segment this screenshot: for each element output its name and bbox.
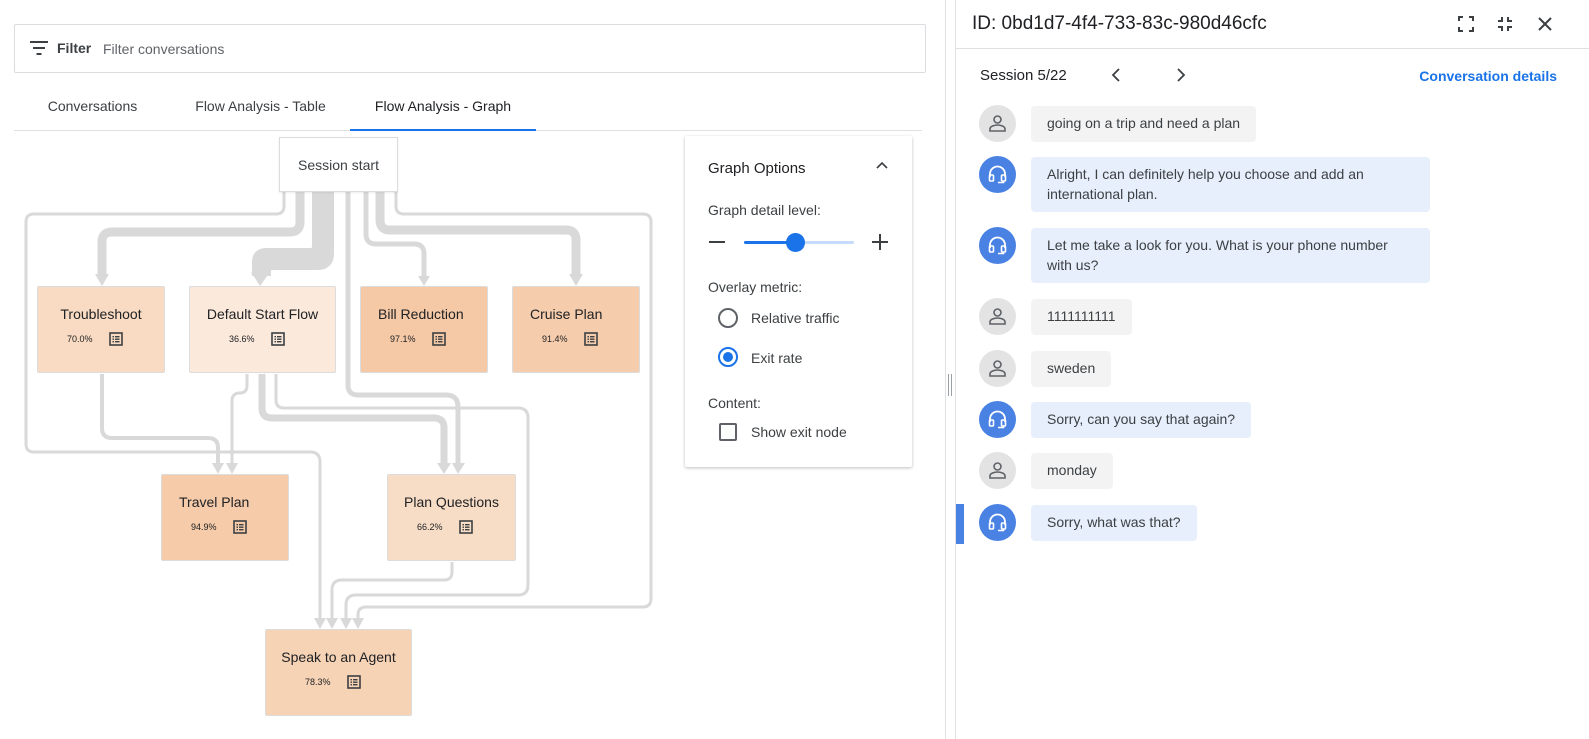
node-exit-rate: 70.0%: [67, 334, 93, 344]
node-troubleshoot[interactable]: Troubleshoot 70.0%: [37, 286, 165, 373]
agent-avatar: [979, 401, 1016, 438]
list-alt-icon[interactable]: [109, 332, 123, 346]
show-exit-node-label[interactable]: Show exit node: [751, 424, 847, 440]
node-bill-reduction[interactable]: Bill Reduction 97.1%: [360, 286, 488, 373]
headset-icon: [988, 410, 1007, 429]
agent-avatar: [979, 156, 1016, 193]
show-exit-node-checkbox[interactable]: [719, 423, 737, 441]
header-divider: [956, 48, 1589, 49]
node-label: Cruise Plan: [530, 306, 603, 322]
minus-icon[interactable]: [709, 241, 725, 243]
filter-icon[interactable]: [30, 41, 48, 55]
node-default-start-flow[interactable]: Default Start Flow 36.6%: [189, 286, 336, 373]
headset-icon: [988, 236, 1007, 255]
user-avatar: [979, 452, 1016, 489]
session-indicator: Session 5/22: [980, 67, 1067, 84]
detail-level-label: Graph detail level:: [708, 202, 821, 218]
person-icon: [989, 360, 1006, 377]
tab-flow-analysis-graph[interactable]: Flow Analysis - Graph: [374, 98, 512, 114]
node-label: Plan Questions: [404, 494, 499, 510]
slider-fill: [744, 241, 796, 244]
node-speak-to-an-agent[interactable]: Speak to an Agent 78.3%: [265, 629, 412, 716]
fullscreen-icon[interactable]: [1457, 15, 1475, 33]
headset-icon: [988, 165, 1007, 184]
node-label: Default Start Flow: [206, 306, 319, 322]
node-label: Travel Plan: [179, 494, 250, 510]
agent-avatar: [979, 227, 1016, 264]
relative-traffic-label[interactable]: Relative traffic: [751, 310, 840, 326]
node-exit-rate: 94.9%: [191, 522, 217, 532]
graph-options-panel: Graph Options Graph detail level: Overla…: [685, 136, 912, 467]
filter-label: Filter: [57, 40, 92, 56]
active-message-indicator: [956, 504, 964, 544]
slider-thumb[interactable]: [786, 233, 806, 252]
node-exit-rate: 91.4%: [542, 334, 568, 344]
headset-icon: [988, 513, 1007, 532]
node-exit-rate: 97.1%: [390, 334, 416, 344]
filter-input[interactable]: [103, 37, 903, 61]
close-icon[interactable]: [1536, 15, 1554, 33]
message-bubble: going on a trip and need a plan: [1031, 106, 1257, 142]
node-travel-plan[interactable]: Travel Plan 94.9%: [161, 474, 289, 561]
active-tab-indicator: [350, 129, 536, 131]
conversation-id-title: ID: 0bd1d7-4f4-733-83c-980d46cfc: [972, 13, 1267, 34]
tab-flow-analysis-table[interactable]: Flow Analysis - Table: [195, 98, 326, 114]
filter-bar: Filter: [14, 24, 926, 73]
content-label: Content:: [708, 395, 761, 411]
node-label: Speak to an Agent: [281, 649, 396, 665]
node-plan-questions[interactable]: Plan Questions 66.2%: [387, 474, 516, 561]
exit-rate-label[interactable]: Exit rate: [751, 350, 803, 366]
node-exit-rate: 66.2%: [417, 522, 443, 532]
message-bubble: monday: [1031, 453, 1113, 489]
message-bubble: Sorry, what was that?: [1031, 505, 1197, 541]
node-label: Troubleshoot: [60, 306, 142, 322]
message-bubble: Alright, I can definitely help you choos…: [1031, 157, 1430, 212]
list-alt-icon[interactable]: [432, 332, 446, 346]
user-avatar: [979, 350, 1016, 387]
plus-icon[interactable]: [872, 234, 888, 250]
fullscreen-exit-icon[interactable]: [1496, 15, 1514, 33]
person-icon: [989, 308, 1006, 325]
conversation-details-link[interactable]: Conversation details: [1419, 68, 1557, 84]
node-cruise-plan[interactable]: Cruise Plan 91.4%: [512, 286, 640, 373]
chevron-left-icon[interactable]: [1109, 67, 1125, 83]
chevron-up-icon[interactable]: [875, 158, 889, 172]
pane-divider: [945, 0, 946, 739]
person-icon: [989, 462, 1006, 479]
node-label: Bill Reduction: [378, 306, 464, 322]
list-alt-icon[interactable]: [347, 675, 361, 689]
message-bubble: Sorry, can you say that again?: [1031, 402, 1252, 438]
conversation-panel: ID: 0bd1d7-4f4-733-83c-980d46cfc Session…: [956, 0, 1589, 739]
relative-traffic-radio[interactable]: [718, 308, 738, 328]
chevron-right-icon[interactable]: [1172, 67, 1188, 83]
graph-options-title: Graph Options: [708, 160, 806, 177]
pane-divider-edge: [955, 0, 956, 739]
list-alt-icon[interactable]: [233, 520, 247, 534]
flow-graph-edges: [24, 192, 653, 629]
detail-level-slider[interactable]: [744, 233, 854, 252]
session-start-node[interactable]: Session start: [279, 137, 398, 192]
flow-analysis-pane: Filter Conversations Flow Analysis - Tab…: [14, 24, 926, 716]
tab-conversations[interactable]: Conversations: [47, 98, 138, 114]
user-avatar: [979, 105, 1016, 142]
overlay-metric-label: Overlay metric:: [708, 279, 803, 295]
tab-bar: Conversations Flow Analysis - Table Flow…: [14, 82, 922, 131]
message-bubble: sweden: [1031, 351, 1112, 387]
agent-avatar: [979, 504, 1016, 541]
exit-rate-radio[interactable]: [718, 347, 738, 367]
node-exit-rate: 36.6%: [229, 334, 255, 344]
message-bubble: 1111111111: [1031, 299, 1132, 335]
person-icon: [989, 115, 1006, 132]
list-alt-icon[interactable]: [459, 520, 473, 534]
resize-handle[interactable]: [948, 374, 952, 396]
message-bubble: Let me take a look for you. What is your…: [1031, 228, 1430, 283]
node-exit-rate: 78.3%: [305, 677, 331, 687]
list-alt-icon[interactable]: [584, 332, 598, 346]
list-alt-icon[interactable]: [271, 332, 285, 346]
user-avatar: [979, 298, 1016, 335]
